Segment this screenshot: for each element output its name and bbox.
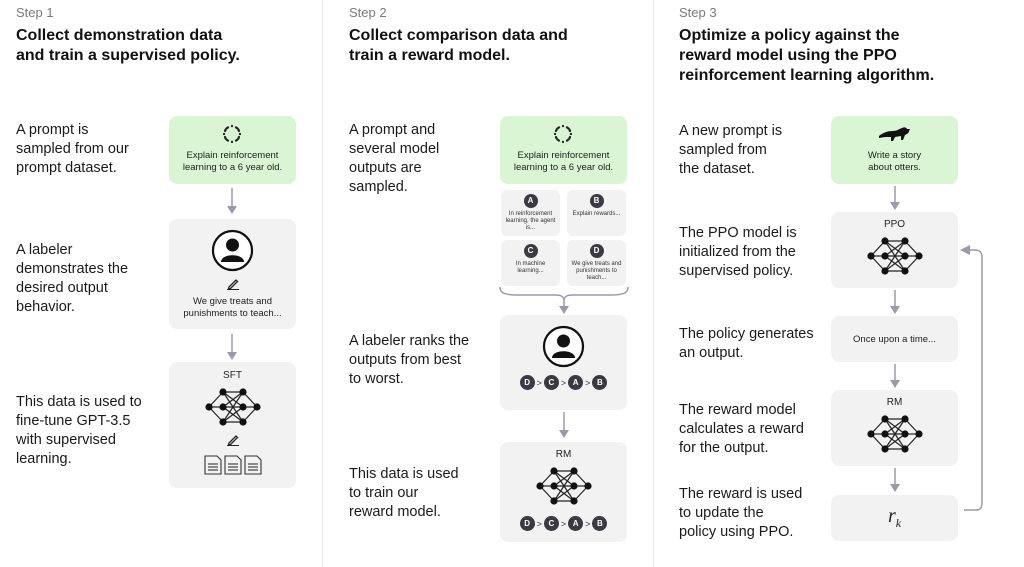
- column-divider: [322, 0, 323, 567]
- pencil-icon: [227, 279, 239, 290]
- output-text: In machine learning...: [515, 261, 546, 274]
- step1-sft-box: SFT: [169, 362, 296, 488]
- prompt-dataset-icon: [553, 124, 573, 144]
- step3-rm-box: RM: [831, 390, 958, 466]
- down-arrow-icon: [890, 468, 900, 492]
- step3-output-text: Once upon a time...: [853, 334, 936, 345]
- neural-network-icon: [536, 467, 592, 505]
- otter-icon: [879, 127, 910, 141]
- output-text: In reinforcement learning, the agent is.…: [505, 211, 556, 231]
- column-divider: [653, 0, 654, 567]
- bracket-arrow-icon: [499, 287, 629, 314]
- rank-badge: C: [543, 516, 559, 531]
- ranking-row: D>C>A>B: [500, 375, 627, 390]
- labeler-icon: [542, 325, 585, 368]
- rank-badge: C: [543, 375, 559, 390]
- rank-separator: >: [585, 377, 591, 388]
- step3-reward-box: rk: [831, 495, 958, 541]
- step1-heading: Collect demonstration data and train a s…: [16, 27, 240, 64]
- output-badge: C: [523, 244, 538, 258]
- rank-badge: B: [592, 375, 608, 390]
- down-arrow-icon: [227, 334, 237, 360]
- output-badge: A: [523, 194, 538, 208]
- neural-network-icon: [867, 415, 923, 453]
- output-card-d: D We give treats and punishments to teac…: [567, 240, 626, 286]
- feedback-loop-arrow-icon: [960, 245, 983, 511]
- sft-model-label: SFT: [223, 370, 242, 381]
- step3-output-box: Once upon a time...: [831, 316, 958, 362]
- neural-network-icon: [205, 388, 261, 426]
- output-text: We give treats and punishments to teach.…: [571, 261, 622, 281]
- ppo-model-label: PPO: [883, 219, 906, 230]
- neural-network-icon: [867, 237, 923, 275]
- step2-tag: Step 2: [349, 5, 387, 20]
- down-arrow-icon: [227, 188, 237, 214]
- output-badge: D: [589, 244, 604, 258]
- step2-ranking-box: D>C>A>B: [500, 315, 627, 410]
- step1-tag: Step 1: [16, 5, 54, 20]
- output-text: Explain rewards...: [572, 211, 621, 217]
- down-arrow-icon: [890, 186, 900, 210]
- step2-rm-box: RM D>C>A>B: [500, 442, 627, 542]
- rank-badge: B: [592, 516, 608, 531]
- rank-badge: A: [568, 375, 584, 390]
- rank-separator: >: [536, 518, 542, 529]
- rank-badge: D: [519, 516, 535, 531]
- rm-model-label: RM: [886, 397, 903, 408]
- rank-badge: D: [519, 375, 535, 390]
- ranking-row: D>C>A>B: [500, 516, 627, 531]
- down-arrow-icon: [890, 364, 900, 388]
- rank-separator: >: [560, 518, 567, 529]
- output-card-a: A In reinforcement learning, the agent i…: [501, 190, 560, 236]
- rank-separator: >: [560, 377, 567, 388]
- output-card-c: C In machine learning...: [501, 240, 560, 286]
- step3-tag: Step 3: [679, 5, 717, 20]
- pencil-icon: [227, 435, 239, 446]
- step3-heading: Optimize a policy against the reward mod…: [679, 27, 935, 84]
- output-card-b: B Explain rewards...: [567, 190, 626, 236]
- rank-separator: >: [536, 377, 542, 388]
- reward-value: rk: [887, 505, 902, 530]
- step3-ppo-box: PPO: [831, 212, 958, 288]
- labeler-icon: [211, 229, 254, 272]
- step2-heading: Collect comparison data and train a rewa…: [349, 27, 568, 64]
- down-arrow-icon: [890, 290, 900, 314]
- down-arrow-icon: [559, 412, 569, 438]
- documents-icon: [204, 455, 262, 475]
- rank-separator: >: [585, 518, 591, 529]
- prompt-dataset-icon: [222, 124, 242, 144]
- rm-model-label: RM: [555, 449, 572, 460]
- rank-badge: A: [568, 516, 584, 531]
- output-badge: B: [589, 194, 604, 208]
